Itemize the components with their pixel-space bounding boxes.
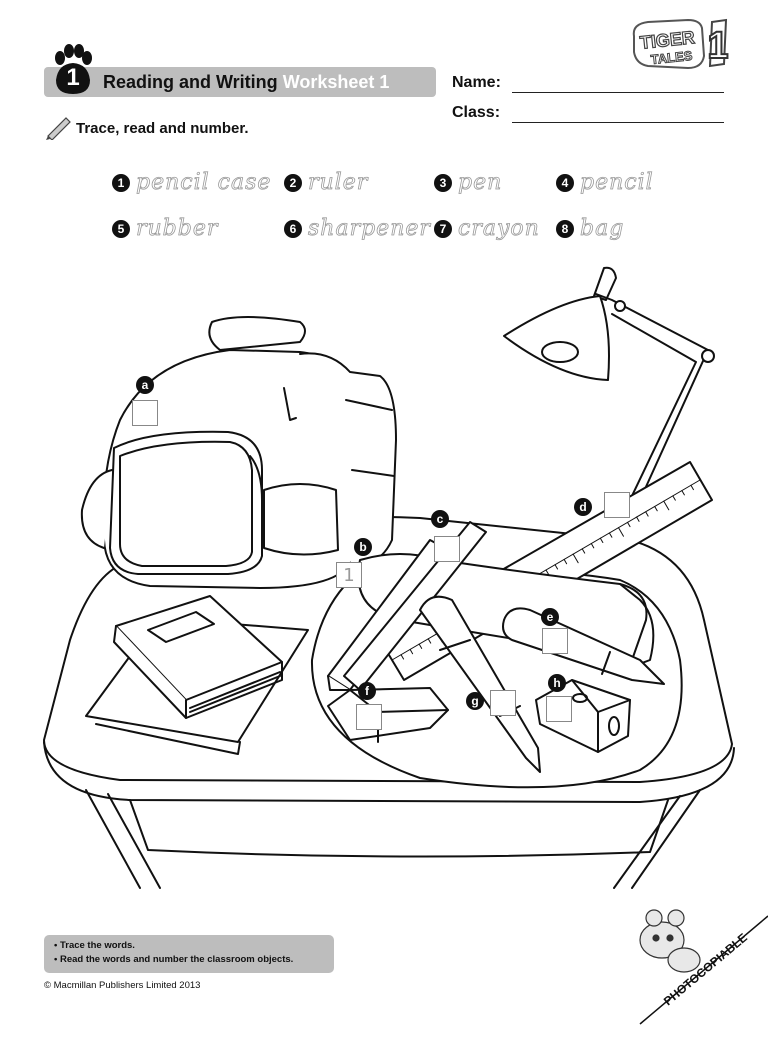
trace-word[interactable]: ruler [308, 170, 369, 196]
word-item: 4 pencil [556, 170, 654, 195]
label-letter-h: h [548, 674, 566, 692]
svg-text:TALES: TALES [650, 48, 693, 67]
ruler-tick [563, 558, 568, 565]
worksheet-title: Reading and Writing Worksheet 1 [103, 69, 389, 95]
word-number: 2 [284, 173, 302, 192]
word-number: 3 [434, 173, 452, 192]
word-item: 5 rubber [112, 216, 218, 241]
word-item: 8 bag [556, 216, 624, 241]
paw-icon [55, 44, 92, 94]
answer-box-b[interactable]: 1 [336, 562, 362, 588]
answer-box-a[interactable] [132, 400, 158, 426]
word-item: 2 ruler [284, 170, 368, 195]
title-sub: Worksheet 1 [282, 72, 390, 92]
answer-box-f[interactable] [356, 704, 382, 730]
ruler-tick [554, 564, 559, 570]
name-field[interactable] [512, 91, 724, 93]
copyright: © Macmillan Publishers Limited 2013 [44, 980, 201, 991]
word-number: 5 [112, 219, 130, 238]
ruler-tick [581, 548, 586, 554]
label-letter-a: a [136, 376, 154, 394]
label-letter-b: b [354, 538, 372, 556]
ruler-tick [400, 654, 405, 660]
ruler-tick [627, 521, 631, 528]
label-letter-d: d [574, 498, 592, 516]
trace-word[interactable]: sharpener [308, 216, 431, 242]
title-main: Reading and Writing [103, 72, 278, 92]
word-number: 7 [434, 219, 452, 238]
svg-text:1: 1 [707, 25, 728, 67]
class-label: Class: [452, 104, 501, 121]
books [85, 595, 309, 755]
ruler-tick [391, 659, 398, 670]
trace-word[interactable]: pen [458, 170, 503, 196]
word-item: 7 crayon [434, 216, 540, 241]
trace-word[interactable]: bag [580, 216, 625, 242]
tiger-mascot [639, 909, 701, 973]
trace-word[interactable]: pencil case [136, 170, 272, 196]
ruler-tick [663, 500, 670, 511]
ruler-tick [636, 516, 640, 522]
ruler-tick [572, 553, 579, 564]
ruler-tick [418, 643, 423, 649]
crayon [502, 607, 665, 685]
label-letter-f: f [358, 682, 376, 700]
ruler-tick [645, 511, 649, 517]
word-item: 6 sharpener [284, 216, 431, 241]
title-bar [44, 67, 436, 97]
ruler-tick [409, 648, 414, 655]
word-number: 1 [112, 173, 130, 192]
answer-box-e[interactable] [542, 628, 568, 654]
ruler-tick [599, 537, 604, 544]
ruler-tick [654, 505, 658, 512]
name-label: Name: [452, 74, 501, 91]
photocopiable-banner: PHOTOCOPIABLE [620, 900, 768, 1025]
trace-word[interactable]: rubber [136, 216, 219, 242]
trace-word[interactable]: pencil [580, 170, 654, 196]
word-number: 8 [556, 219, 574, 238]
label-letter-g: g [466, 692, 484, 710]
ruler-tick [590, 543, 595, 549]
pencil-icon [46, 117, 71, 140]
answer-box-c[interactable] [434, 536, 460, 562]
classroom-desk-illustration [43, 266, 735, 889]
svg-text:TIGER: TIGER [639, 27, 696, 53]
instruction-text: Trace, read and number. [76, 120, 249, 137]
school-bag [80, 316, 397, 589]
word-item: 3 pen [434, 170, 502, 195]
answer-box-d[interactable] [604, 492, 630, 518]
ruler-tick [672, 495, 676, 501]
tiger-tales-logo: TIGER TALES 1 [632, 18, 730, 70]
answer-box-h[interactable] [546, 696, 572, 722]
note-line: • Trace the words. [54, 940, 135, 951]
answer-box-g[interactable] [490, 690, 516, 716]
teacher-notes: • Trace the words. • Read the words and … [44, 935, 334, 973]
label-letter-e: e [541, 608, 559, 626]
desk-lamp [503, 266, 715, 501]
ruler-tick [617, 527, 624, 537]
ruler-tick [545, 569, 549, 575]
word-number: 6 [284, 219, 302, 238]
ruler-tick [608, 532, 613, 538]
ruler-tick [427, 638, 432, 644]
ruler-tick [690, 484, 694, 491]
trace-word[interactable]: crayon [458, 216, 540, 242]
note-line: • Read the words and number the classroo… [54, 954, 294, 965]
word-number: 4 [556, 173, 574, 192]
class-field[interactable] [512, 121, 724, 123]
label-letter-c: c [431, 510, 449, 528]
unit-number: 1 [66, 64, 80, 91]
ruler-tick [681, 490, 685, 496]
word-item: 1 pencil case [112, 170, 271, 195]
